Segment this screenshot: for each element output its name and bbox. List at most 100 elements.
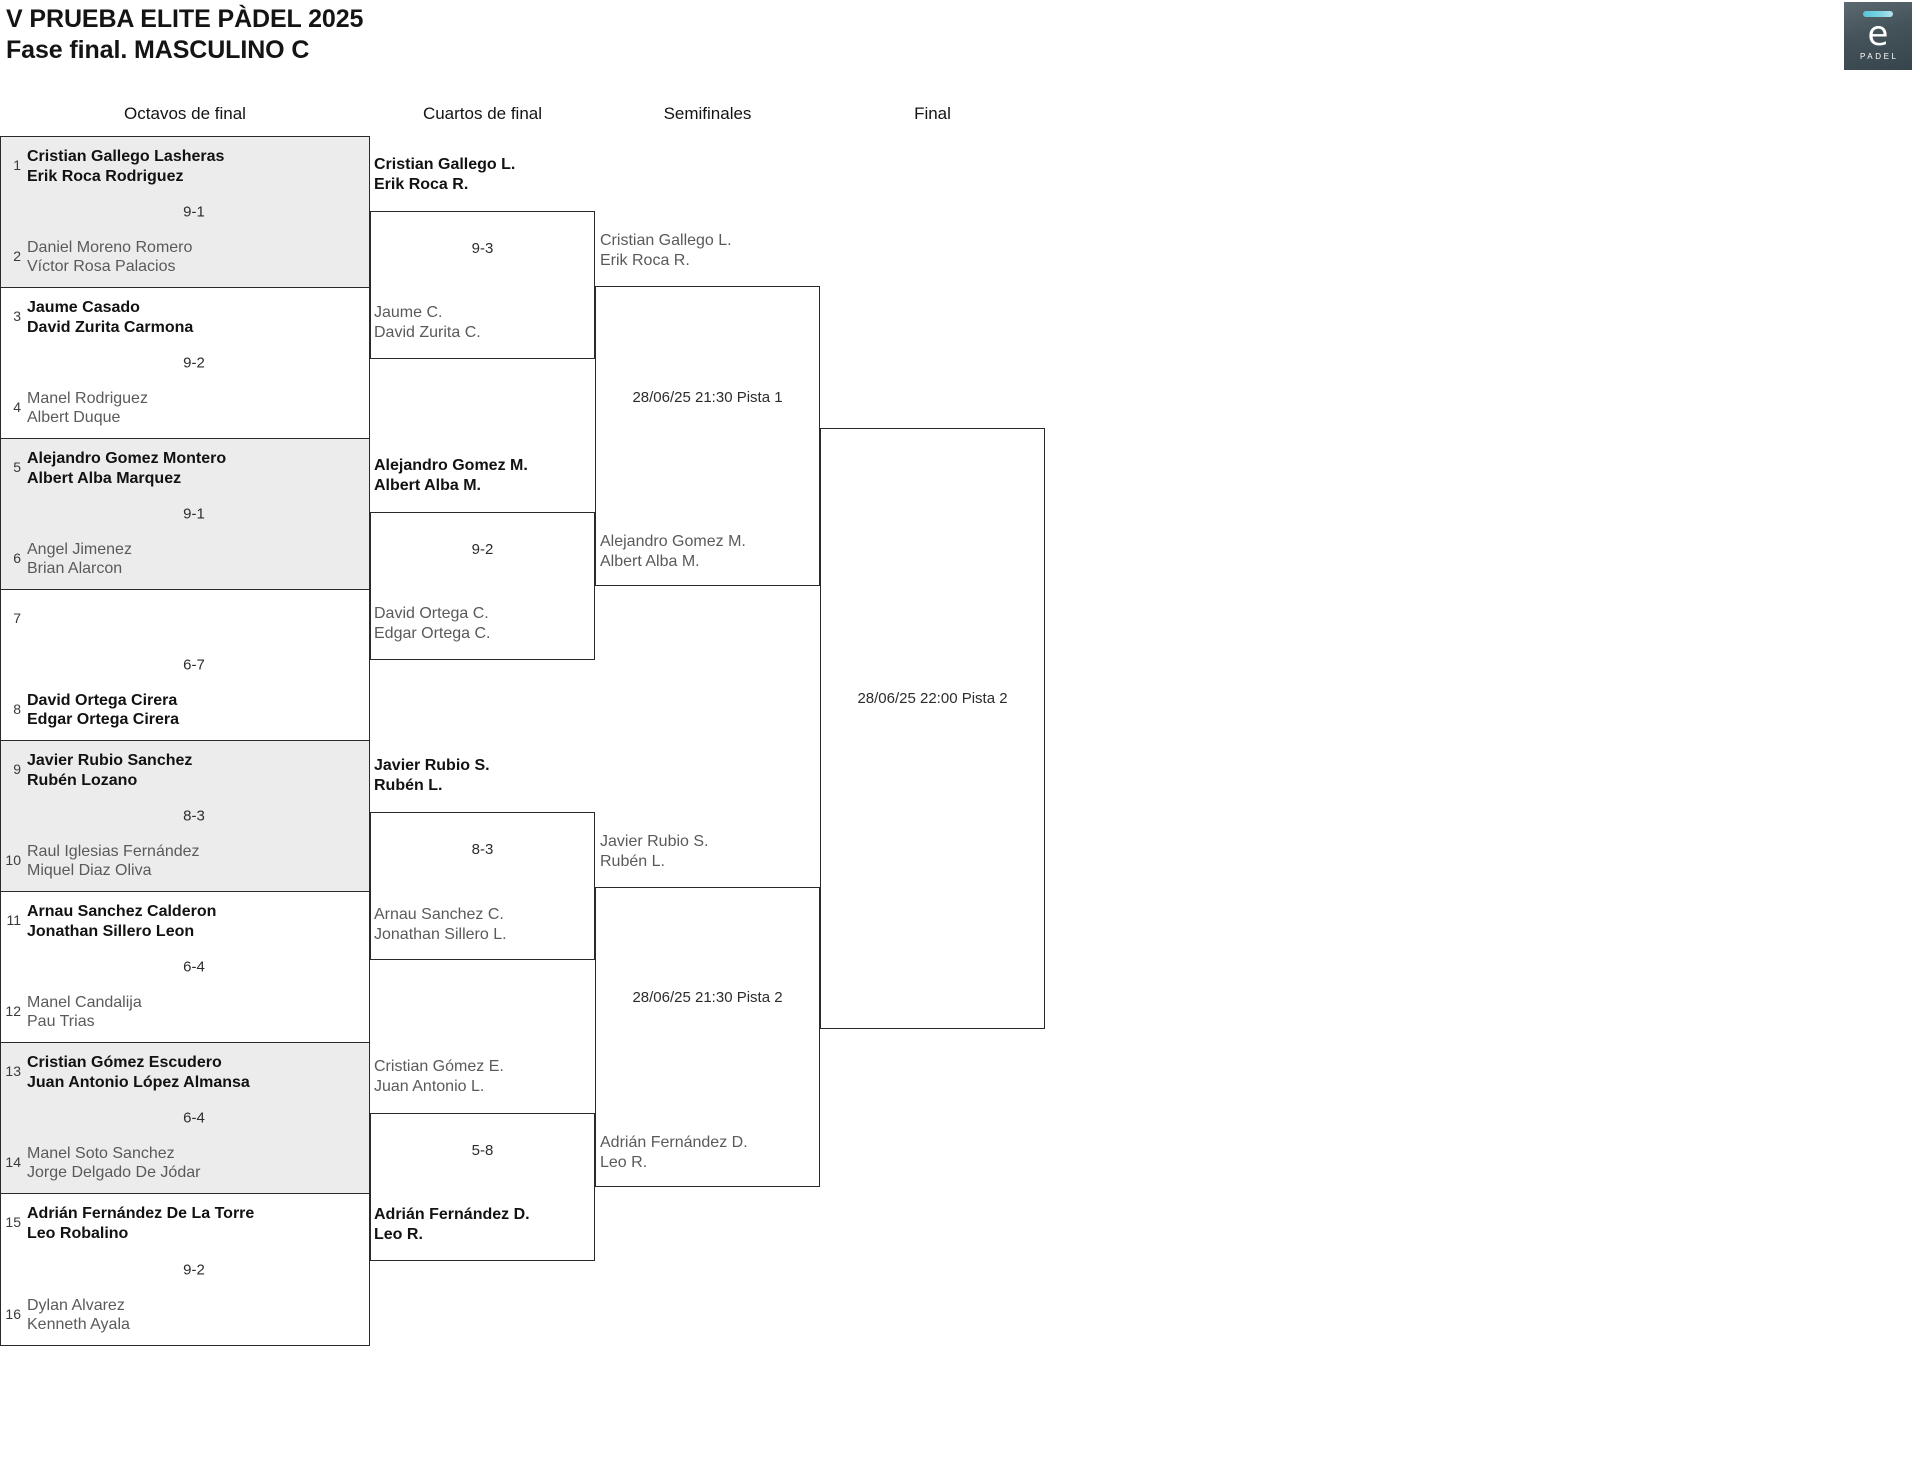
player-2: Erik Roca R. [600, 251, 690, 269]
r1-match-3[interactable]: 5 Alejandro Gomez Montero Albert Alba Ma… [1, 439, 369, 590]
tournament-title: V PRUEBA ELITE PÀDEL 2025 [6, 5, 364, 33]
player-1: Alejandro Gomez M. [600, 533, 746, 550]
player-2: Rubén Lozano [27, 771, 138, 789]
player-2: Kenneth Ayala [27, 1316, 130, 1334]
player-2: Jonathan Sillero Leon [27, 922, 195, 940]
seed-number: 16 [5, 1305, 21, 1322]
team-players: Alejandro Gomez Montero Albert Alba Marq… [27, 449, 226, 488]
r1-m4-bottom-team[interactable]: 8 David Ortega Cirera Edgar Ortega Cirer… [1, 691, 369, 730]
r1-m7-score: 6-4 [183, 1109, 205, 1127]
sf-1-box[interactable] [595, 286, 820, 586]
sf-2-bottom-team: Adrián Fernández D. Leo R. [600, 1133, 748, 1172]
sf-2-box[interactable] [595, 887, 820, 1187]
team-players: David Ortega Cirera Edgar Ortega Cirera [27, 691, 179, 730]
qf-4-loser: Cristian Gómez E. Juan Antonio L. [374, 1057, 504, 1096]
qf-3-box[interactable] [370, 812, 595, 960]
player-2: David Zurita C. [374, 323, 481, 341]
r1-m1-top-team[interactable]: 1 Cristian Gallego Lasheras Erik Roca Ro… [1, 147, 369, 186]
team-players: Jaume Casado David Zurita Carmona [27, 298, 193, 337]
team-players: Javier Rubio Sanchez Rubén Lozano [27, 751, 192, 790]
player-2: David Zurita Carmona [27, 318, 194, 336]
player-2: Rubén L. [374, 776, 443, 794]
r1-m2-top-team[interactable]: 3 Jaume Casado David Zurita Carmona [1, 298, 369, 337]
seed-number: 12 [5, 1002, 21, 1019]
r1-match-1[interactable]: 1 Cristian Gallego Lasheras Erik Roca Ro… [1, 137, 369, 288]
player-1: Arnau Sanchez C. [374, 906, 504, 923]
player-1: Cristian Gómez E. [374, 1058, 504, 1075]
player-2: Erik Roca Rodriguez [27, 167, 184, 185]
epadel-logo: e PADEL [1844, 2, 1912, 70]
player-1: David Ortega Cirera [27, 691, 178, 709]
r1-m4-top-team[interactable]: 7 [1, 600, 369, 626]
sf-1-schedule: 28/06/25 21:30 Pista 1 [632, 389, 783, 406]
r1-m5-top-team[interactable]: 9 Javier Rubio Sanchez Rubén Lozano [1, 751, 369, 790]
r1-match-5[interactable]: 9 Javier Rubio Sanchez Rubén Lozano 8-3 … [1, 741, 369, 892]
page-title: V PRUEBA ELITE PÀDEL 2025 Fase final. MA… [6, 4, 363, 65]
qf-4-box[interactable] [370, 1113, 595, 1261]
team-players: Manel Candalija Pau Trias [27, 993, 142, 1032]
r1-m8-top-team[interactable]: 15 Adrián Fernández De La Torre Leo Roba… [1, 1204, 369, 1243]
r1-m5-bottom-team[interactable]: 10 Raul Iglesias Fernández Miquel Diaz O… [1, 842, 369, 881]
seed-number: 3 [13, 308, 21, 324]
r1-match-2[interactable]: 3 Jaume Casado David Zurita Carmona 9-2 … [1, 288, 369, 439]
r1-m8-score: 9-2 [183, 1261, 205, 1278]
player-2: Leo R. [600, 1153, 648, 1171]
r1-m1-bottom-team[interactable]: 2 Daniel Moreno Romero Víctor Rosa Palac… [1, 238, 369, 277]
r1-m6-bottom-team[interactable]: 12 Manel Candalija Pau Trias [1, 993, 369, 1032]
player-2: Jonathan Sillero L. [374, 925, 507, 943]
qf-4-score: 5-8 [471, 1142, 494, 1159]
seed-number: 13 [5, 1063, 21, 1079]
r1-m3-bottom-team[interactable]: 6 Angel Jimenez Brian Alarcon [1, 540, 369, 579]
team-players: Cristian Gómez Escudero Juan Antonio Lóp… [27, 1053, 250, 1092]
player-1: Javier Rubio S. [600, 833, 709, 850]
round-heading-semifinales: Semifinales [663, 104, 752, 123]
player-2: Víctor Rosa Palacios [27, 258, 176, 276]
round-heading-final: Final [914, 104, 951, 123]
player-2: Edgar Ortega Cirera [27, 711, 180, 729]
r1-m7-top-team[interactable]: 13 Cristian Gómez Escudero Juan Antonio … [1, 1053, 369, 1092]
team-players: Angel Jimenez Brian Alarcon [27, 540, 132, 579]
player-1: Daniel Moreno Romero [27, 238, 193, 256]
player-1: Adrián Fernández De La Torre [27, 1205, 255, 1222]
r1-match-8[interactable]: 15 Adrián Fernández De La Torre Leo Roba… [1, 1194, 369, 1345]
tournament-subtitle: Fase final. MASCULINO C [6, 35, 310, 64]
r1-m2-bottom-team[interactable]: 4 Manel Rodriguez Albert Duque [1, 389, 369, 428]
r1-m7-bottom-team[interactable]: 14 Manel Soto Sanchez Jorge Delgado De J… [1, 1144, 369, 1183]
team-players: Adrián Fernández De La Torre Leo Robalin… [27, 1204, 254, 1243]
team-players: Arnau Sanchez Calderon Jonathan Sillero … [27, 902, 216, 941]
seed-number: 6 [13, 549, 21, 566]
player-1: Raul Iglesias Fernández [27, 842, 200, 860]
player-1: Cristian Gallego L. [374, 156, 516, 173]
player-1: Manel Candalija [27, 993, 142, 1011]
team-players: Manel Rodriguez Albert Duque [27, 389, 148, 428]
player-1: Cristian Gómez Escudero [27, 1054, 222, 1071]
player-1: Alejandro Gomez M. [374, 457, 528, 474]
r1-m6-top-team[interactable]: 11 Arnau Sanchez Calderon Jonathan Sille… [1, 902, 369, 941]
final-box[interactable] [820, 428, 1045, 1029]
r1-m3-top-team[interactable]: 5 Alejandro Gomez Montero Albert Alba Ma… [1, 449, 369, 488]
player-1: Dylan Alvarez [27, 1296, 125, 1314]
player-2: Juan Antonio López Almansa [27, 1073, 250, 1091]
r1-m8-bottom-team[interactable]: 16 Dylan Alvarez Kenneth Ayala [1, 1296, 369, 1335]
r1-m5-score: 8-3 [183, 807, 205, 825]
sf-2-schedule: 28/06/25 21:30 Pista 2 [632, 989, 783, 1006]
qf-1-box[interactable] [370, 211, 595, 359]
qf-2-winner: Alejandro Gomez M. Albert Alba M. [374, 456, 528, 495]
team-players: Cristian Gallego Lasheras Erik Roca Rodr… [27, 147, 224, 186]
r1-m4-score: 6-7 [183, 656, 205, 674]
player-2: Albert Alba M. [600, 552, 700, 570]
qf-2-box[interactable] [370, 512, 595, 660]
qf-1-winner: Cristian Gallego L. Erik Roca R. [374, 155, 515, 194]
r1-match-4[interactable]: 7 6-7 8 David Ortega Cirera Edgar Ortega… [1, 590, 369, 741]
player-2: Miquel Diaz Oliva [27, 862, 152, 880]
r1-match-7[interactable]: 13 Cristian Gómez Escudero Juan Antonio … [1, 1043, 369, 1194]
player-2: Rubén L. [600, 852, 665, 870]
r1-match-6[interactable]: 11 Arnau Sanchez Calderon Jonathan Sille… [1, 892, 369, 1043]
player-2: Edgar Ortega C. [374, 624, 491, 642]
player-2: Albert Duque [27, 409, 121, 427]
player-1: Adrián Fernández D. [600, 1134, 748, 1151]
sf-1-top-team: Cristian Gallego L. Erik Roca R. [600, 231, 732, 270]
seed-number: 4 [13, 398, 21, 415]
seed-number: 8 [13, 700, 21, 717]
player-2: Jorge Delgado De Jódar [27, 1164, 201, 1182]
